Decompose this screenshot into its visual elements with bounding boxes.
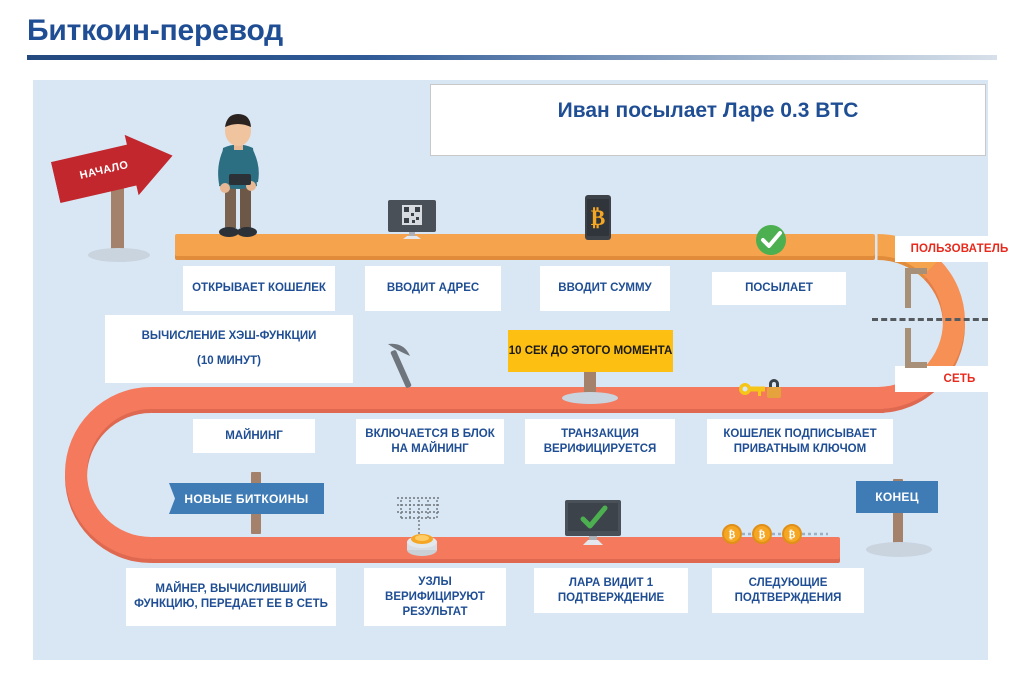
section-tag-user: ПОЛЬЗОВАТЕЛЬ <box>895 236 1024 262</box>
blockchain-coins-icon: ₿ ₿ ₿ <box>722 524 840 549</box>
start-arrow-sign: НАЧАЛО <box>49 125 182 220</box>
step-label-miner-broadcasts: МАЙНЕР, ВЫЧИСЛИВШИЙ ФУНКЦИЮ, ПЕРЕДАЕТ ЕЕ… <box>126 568 336 626</box>
statement-box: Иван посылает Ларе 0.3 BTC <box>430 84 986 156</box>
timing-sign-post <box>584 370 596 398</box>
end-sign-shadow <box>866 542 932 557</box>
pickaxe-icon <box>385 340 429 393</box>
svg-text:₿: ₿ <box>729 529 736 541</box>
step-label-enters-address: ВВОДИТ АДРЕС <box>365 266 501 311</box>
step-label-mining: МАЙНИНГ <box>193 419 315 453</box>
coin-stack-icon <box>406 530 438 561</box>
new-coins-sign: НОВЫЕ БИТКОИНЫ <box>169 483 324 514</box>
person-icon <box>207 112 269 238</box>
phone-bitcoin-icon: ₿ <box>585 195 611 245</box>
new-coins-sign-label: НОВЫЕ БИТКОИНЫ <box>184 491 309 506</box>
step-label-lara-sees-confirmation: ЛАРА ВИДИТ 1 ПОДТВЕРЖДЕНИЕ <box>534 568 688 613</box>
start-sign-shadow <box>88 248 150 262</box>
hash-computation-note: ВЫЧИСЛЕНИЕ ХЭШ-ФУНКЦИИ (10 МИНУТ) <box>105 315 353 383</box>
road-segment-top <box>175 234 875 256</box>
timing-sign-label: 10 СЕК ДО ЭТОГО МОМЕНТА <box>508 345 673 357</box>
key-lock-icon <box>738 372 782 403</box>
timing-sign: 10 СЕК ДО ЭТОГО МОМЕНТА <box>508 330 673 372</box>
road-segment-middle <box>150 387 885 409</box>
page-title: Биткоин-перевод <box>27 14 284 47</box>
road-segment-bottom <box>150 537 840 559</box>
node-tree-icon <box>392 492 446 543</box>
monitor-qr-icon <box>388 200 436 245</box>
section-divider-dashed-line <box>872 318 988 321</box>
step-label-sends: ПОСЫЛАЕТ <box>712 272 846 305</box>
hash-note-line2: (10 МИНУТ) <box>197 355 261 367</box>
end-sign-label: КОНЕЦ <box>875 490 919 504</box>
title-divider <box>27 55 997 60</box>
step-label-nodes-verify: УЗЛЫ ВЕРИФИЦИРУЮТ РЕЗУЛЬТАТ <box>364 568 506 626</box>
step-label-added-to-block: ВКЛЮЧАЕТСЯ В БЛОК НА МАЙНИНГ <box>356 419 504 464</box>
step-label-opens-wallet: ОТКРЫВАЕТ КОШЕЛЕК <box>183 266 335 311</box>
green-check-icon <box>755 224 787 261</box>
end-sign-post <box>893 479 903 551</box>
divider-bracket-lower <box>905 328 927 368</box>
section-tag-network: СЕТЬ <box>895 366 1024 392</box>
statement-text: Иван посылает Ларе 0.3 BTC <box>557 99 859 122</box>
step-label-next-confirmations: СЛЕДУЮЩИЕ ПОДТВЕРЖДЕНИЯ <box>712 568 864 613</box>
step-label-transaction-verified: ТРАНЗАКЦИЯ ВЕРИФИЦИРУЕТСЯ <box>525 419 675 464</box>
svg-text:₿: ₿ <box>789 529 796 541</box>
step-label-wallet-signs: КОШЕЛЕК ПОДПИСЫВАЕТ ПРИВАТНЫМ КЛЮЧОМ <box>707 419 893 464</box>
monitor-check-icon <box>565 500 621 551</box>
hash-note-line1: ВЫЧИСЛЕНИЕ ХЭШ-ФУНКЦИИ <box>141 330 317 342</box>
step-label-enters-amount: ВВОДИТ СУММУ <box>540 266 670 311</box>
start-arrow-icon <box>50 134 173 204</box>
end-sign: КОНЕЦ <box>856 481 938 513</box>
svg-text:₿: ₿ <box>591 205 606 230</box>
svg-text:₿: ₿ <box>759 529 766 541</box>
timing-sign-shadow <box>562 392 618 404</box>
divider-bracket-upper <box>905 268 927 308</box>
